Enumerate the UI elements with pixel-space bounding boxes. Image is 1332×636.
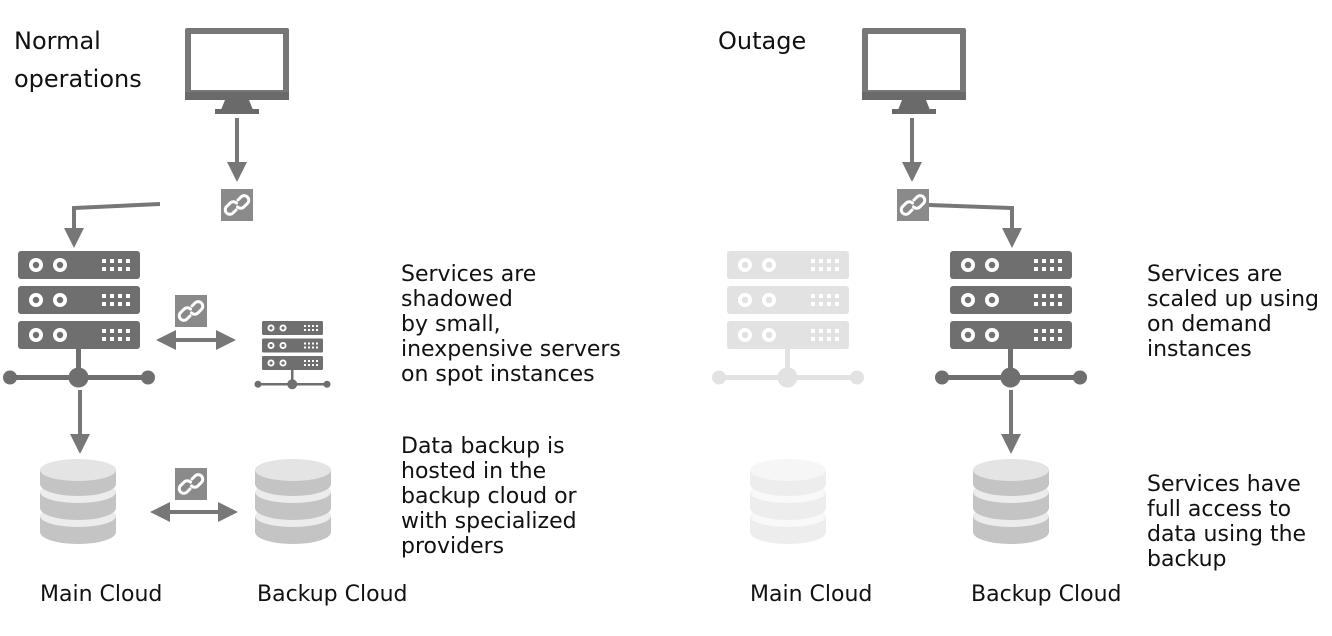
normal-backup-note: Data backup is hosted in the backup clou…: [401, 434, 577, 559]
monitor-icon: [862, 28, 966, 114]
monitor-icon: [185, 28, 289, 114]
backup-database-icon: [973, 459, 1049, 544]
backup-server-rack-icon: [935, 251, 1087, 388]
arrow-to-main-servers: [64, 202, 161, 248]
normal-main-cloud-label: Main Cloud: [40, 582, 163, 607]
arrow-to-backup-servers: [928, 203, 1022, 248]
link-icon: [173, 293, 209, 329]
link-icon: [173, 466, 209, 502]
backup-database-icon: [255, 459, 331, 544]
backup-server-rack-icon: [255, 321, 331, 389]
outage-backup-cloud-label: Backup Cloud: [971, 582, 1122, 607]
normal-title: Normal operations: [14, 27, 142, 93]
outage-title: Outage: [718, 27, 807, 55]
main-server-rack-faded-icon: [712, 251, 864, 388]
main-database-icon: [40, 459, 116, 544]
main-database-faded-icon: [750, 459, 826, 544]
normal-services-note: Services are shadowed by small, inexpens…: [401, 262, 621, 387]
outage-main-cloud-label: Main Cloud: [750, 582, 873, 607]
link-icon: [895, 187, 931, 223]
outage-data-note: Services have full access to data using …: [1147, 472, 1307, 572]
link-icon: [219, 187, 255, 223]
main-server-rack-icon: [3, 251, 155, 388]
normal-backup-cloud-label: Backup Cloud: [257, 582, 408, 607]
outage-services-note: Services are scaled up using on demand i…: [1147, 262, 1319, 362]
